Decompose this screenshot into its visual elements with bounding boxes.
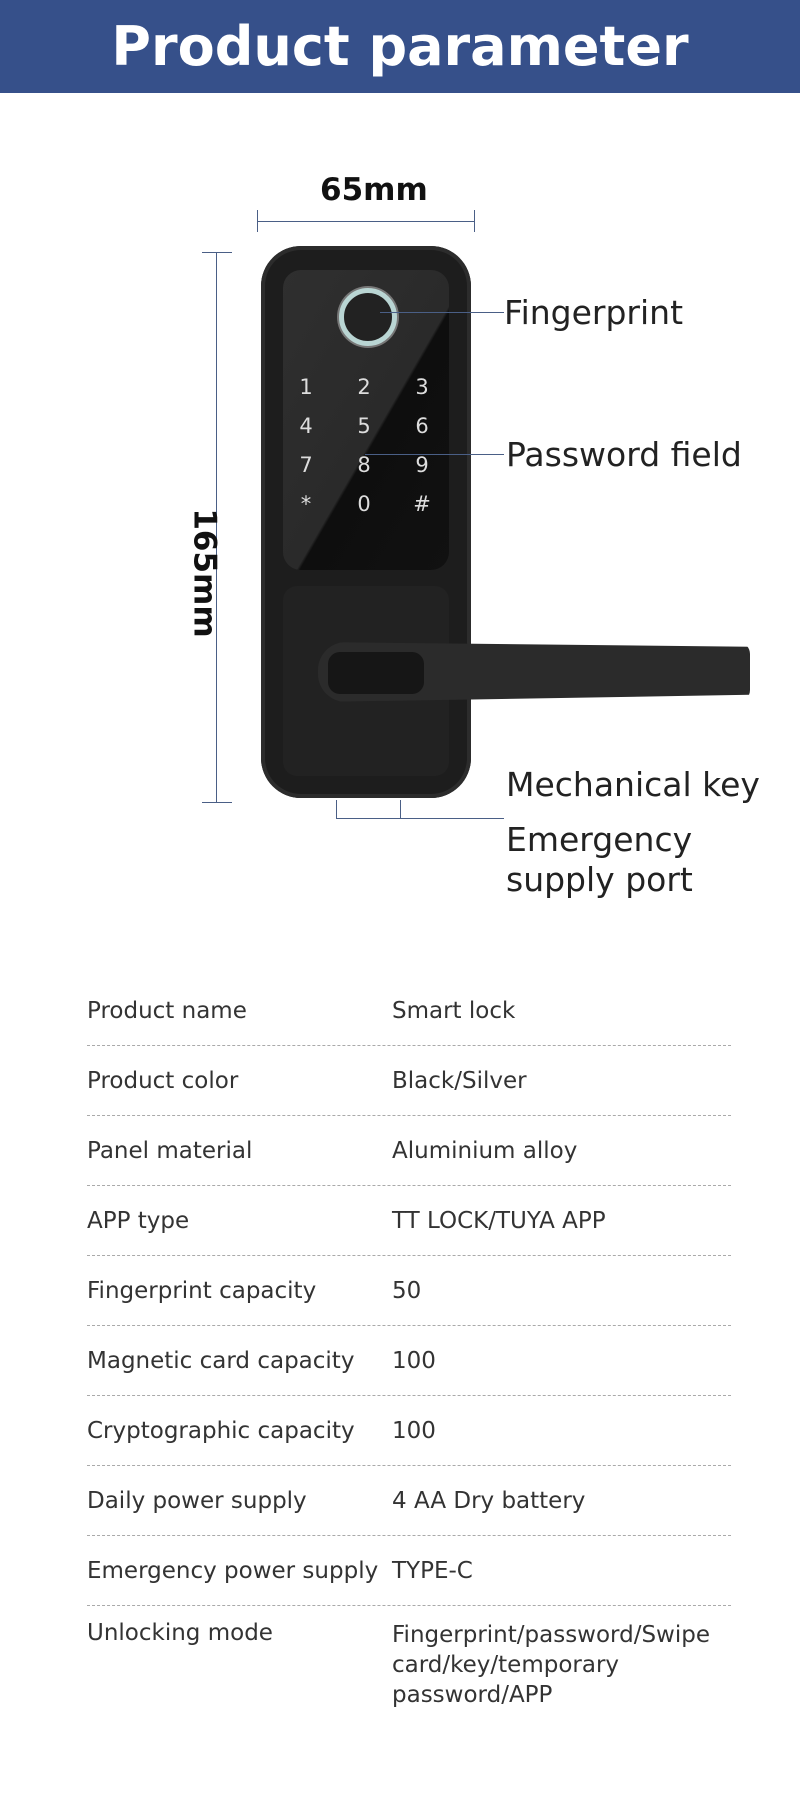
page-title: Product parameter — [111, 15, 689, 78]
keypad-key: 8 — [357, 453, 371, 477]
keypad-key: 9 — [415, 453, 429, 477]
spec-label: Magnetic card capacity — [87, 1347, 355, 1374]
spec-label: APP type — [87, 1207, 190, 1234]
fingerprint-leader — [380, 312, 504, 313]
port-leader-left — [336, 800, 337, 818]
spec-value: Aluminium alloy — [392, 1137, 578, 1164]
height-tick-top — [202, 252, 232, 253]
width-tick-right — [474, 210, 475, 232]
callout-mechanical-key: Mechanical key — [506, 765, 760, 804]
spec-label: Cryptographic capacity — [87, 1417, 355, 1444]
spec-value: 100 — [392, 1347, 436, 1374]
spec-row: Product name Smart lock — [87, 976, 731, 1046]
height-label: 165mm — [186, 508, 223, 638]
keypad-key: 4 — [299, 414, 313, 438]
spec-label: Panel material — [87, 1137, 253, 1164]
callout-emergency-line1: Emergency — [506, 820, 693, 859]
spec-row: Cryptographic capacity 100 — [87, 1396, 731, 1466]
keypad-key: 7 — [299, 453, 313, 477]
width-label: 65mm — [320, 172, 428, 208]
callout-fingerprint: Fingerprint — [504, 293, 684, 332]
spec-row: Magnetic card capacity 100 — [87, 1326, 731, 1396]
spec-value: 50 — [392, 1277, 422, 1304]
spec-value: Black/Silver — [392, 1067, 527, 1094]
smart-lock-image: 1 2 3 4 5 6 7 8 9 * 0 # — [261, 246, 471, 798]
callout-emergency-line2: supply port — [506, 860, 693, 899]
spec-value: Smart lock — [392, 997, 516, 1024]
height-tick-bottom — [202, 802, 232, 803]
spec-row: Unlocking mode Fingerprint/password/Swipe… — [87, 1606, 731, 1710]
header-banner: Product parameter — [0, 0, 800, 93]
spec-value: TT LOCK/TUYA APP — [392, 1207, 606, 1234]
keypad-key: # — [413, 492, 431, 516]
width-tick-left — [257, 210, 258, 232]
keypad-key: 3 — [415, 375, 429, 399]
keypad-key: 0 — [357, 492, 371, 516]
keypad-key: 1 — [299, 375, 313, 399]
width-dimension-line — [257, 221, 474, 222]
spec-row: Emergency power supply TYPE-C — [87, 1536, 731, 1606]
thumb-turn — [328, 652, 424, 694]
spec-value: TYPE-C — [392, 1557, 473, 1584]
spec-row: APP type TT LOCK/TUYA APP — [87, 1186, 731, 1256]
spec-label: Product color — [87, 1067, 239, 1094]
spec-label: Emergency power supply — [87, 1557, 379, 1584]
spec-row: Panel material Aluminium alloy — [87, 1116, 731, 1186]
spec-label: Daily power supply — [87, 1487, 307, 1514]
spec-label: Product name — [87, 997, 247, 1024]
height-dimension-line — [216, 252, 217, 802]
keypad-key: 2 — [357, 375, 371, 399]
keypad-key: 6 — [415, 414, 429, 438]
spec-row: Daily power supply 4 AA Dry battery — [87, 1466, 731, 1536]
password-leader — [365, 454, 504, 455]
keypad-panel: 1 2 3 4 5 6 7 8 9 * 0 # — [283, 270, 449, 570]
port-leader-right — [400, 800, 401, 818]
spec-value: 4 AA Dry battery — [392, 1487, 586, 1514]
spec-label: Fingerprint capacity — [87, 1277, 317, 1304]
fingerprint-sensor-icon — [339, 288, 397, 346]
callout-password-field: Password field — [506, 435, 742, 474]
spec-value: Fingerprint/password/Swipe card/key/temp… — [392, 1622, 711, 1708]
spec-row: Fingerprint capacity 50 — [87, 1256, 731, 1326]
keypad-key: * — [300, 492, 312, 516]
keypad-key: 5 — [357, 414, 371, 438]
spec-row: Product color Black/Silver — [87, 1046, 731, 1116]
spec-label: Unlocking mode — [87, 1620, 273, 1646]
spec-value: 100 — [392, 1417, 436, 1444]
port-leader — [336, 818, 504, 819]
